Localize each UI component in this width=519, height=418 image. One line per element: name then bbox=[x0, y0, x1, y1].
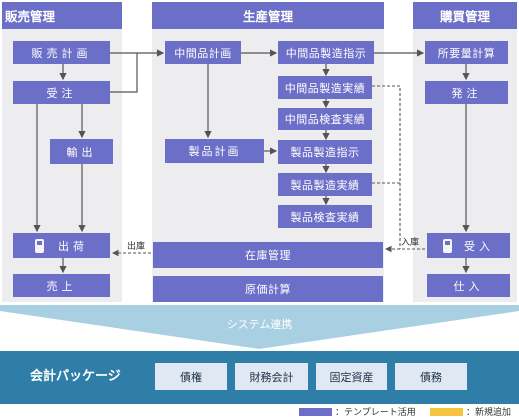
order-received-box: 受注 bbox=[13, 81, 110, 104]
legend-new-label: ：新規追加 bbox=[466, 408, 512, 418]
handheld-scanner-icon bbox=[35, 238, 44, 253]
sales-plan-box: 販売計画 bbox=[13, 41, 110, 64]
purchase-box: 仕入 bbox=[427, 274, 510, 297]
purchasing-panel-title: 購買管理 bbox=[413, 2, 517, 29]
handheld-scanner-icon bbox=[443, 238, 452, 253]
product-inspection-result-box: 製品検査実績 bbox=[278, 205, 372, 228]
product-mfg-result-box: 製品製造実績 bbox=[278, 173, 372, 196]
package-module-fixed-assets: 固定資産 bbox=[316, 363, 387, 390]
revenue-box: 売上 bbox=[13, 274, 110, 297]
sales-panel-title: 販売管理 bbox=[2, 2, 122, 29]
legend-new-swatch bbox=[430, 407, 463, 416]
receiving-label: 受入 bbox=[464, 239, 494, 253]
order-placed-box: 発注 bbox=[425, 81, 508, 104]
inventory-management-box: 在庫管理 bbox=[153, 242, 383, 268]
requirements-calc-box: 所要量計算 bbox=[425, 41, 508, 64]
legend-template: ：テンプレート活用 bbox=[299, 405, 416, 418]
cost-calculation-box: 原価計算 bbox=[153, 276, 383, 302]
product-plan-box: 製品計画 bbox=[165, 139, 264, 163]
shipment-box: 出荷 bbox=[13, 233, 110, 258]
intermediate-mfg-instruction-box: 中間品製造指示 bbox=[278, 41, 374, 64]
intermediate-mfg-result-box: 中間品製造実績 bbox=[278, 76, 372, 99]
legend-new: ：新規追加 bbox=[430, 405, 511, 418]
intermediate-plan-box: 中間品計画 bbox=[165, 41, 241, 64]
legend-template-label: ：テンプレート活用 bbox=[335, 408, 416, 418]
production-panel-title: 生産管理 bbox=[152, 2, 384, 29]
legend-template-swatch bbox=[299, 407, 332, 416]
outbound-label: 出庫 bbox=[127, 242, 146, 252]
export-box: 輸出 bbox=[50, 139, 113, 164]
package-module-financial-accounting: 財務会計 bbox=[235, 363, 308, 390]
receiving-box: 受入 bbox=[427, 233, 510, 258]
system-integration-label: システム連携 bbox=[226, 318, 293, 331]
product-mfg-instruction-box: 製品製造指示 bbox=[278, 140, 372, 164]
intermediate-inspection-result-box: 中間品検査実績 bbox=[278, 108, 372, 130]
inbound-label: 入庫 bbox=[401, 238, 420, 248]
shipment-label: 出荷 bbox=[58, 239, 88, 253]
system-integration-arrow bbox=[0, 305, 519, 349]
package-module-receivables: 債権 bbox=[155, 363, 227, 390]
accounting-package-title: 会計パッケージ bbox=[30, 369, 121, 384]
package-module-payables: 債務 bbox=[395, 363, 467, 390]
